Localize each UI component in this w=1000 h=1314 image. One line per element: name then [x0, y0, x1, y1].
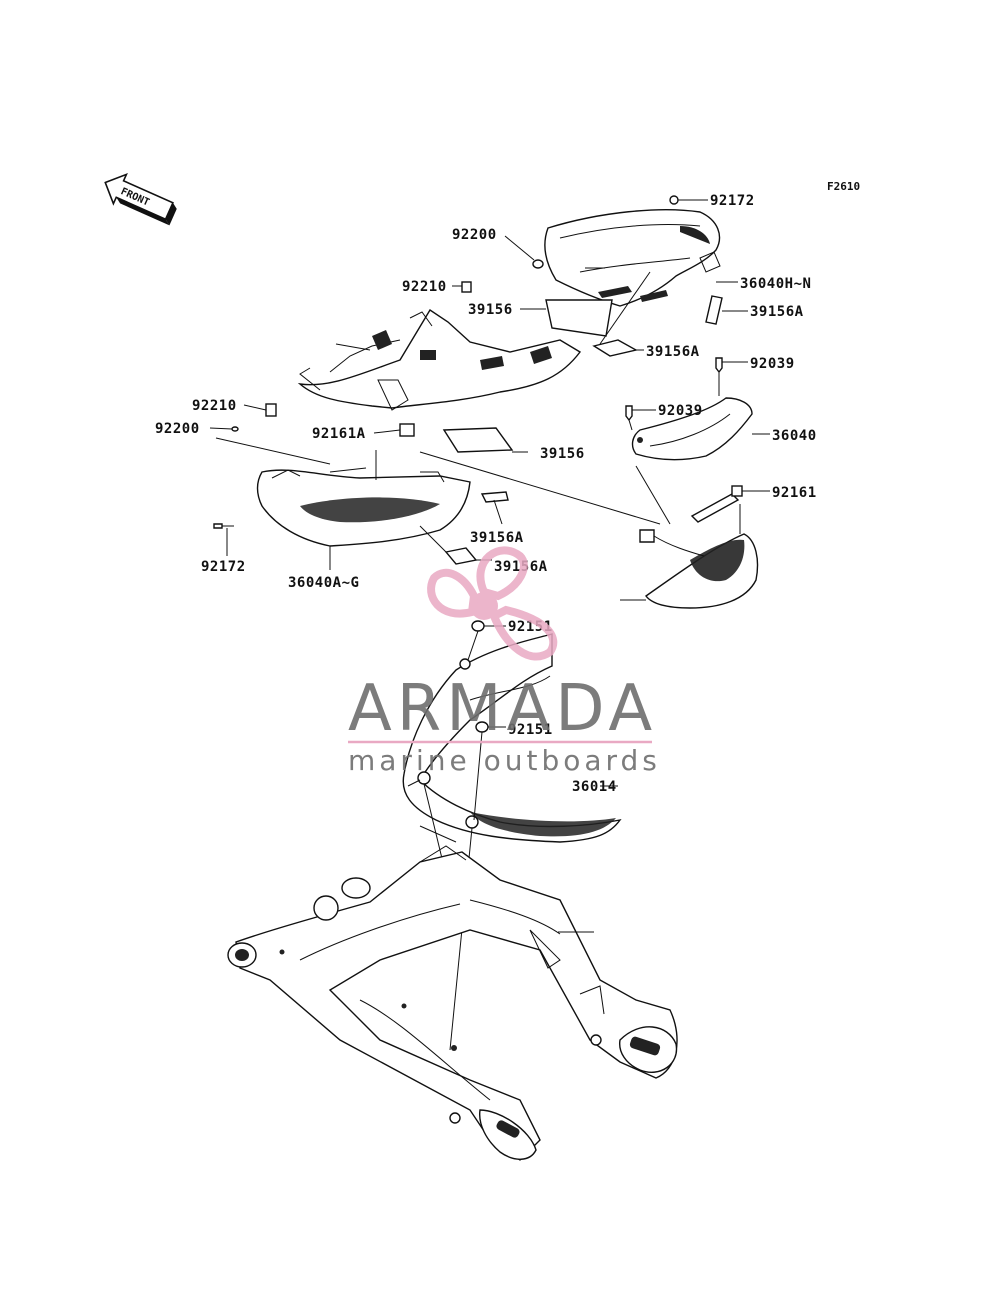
watermark: ARMADA marine outboards	[348, 546, 661, 777]
propeller-icon	[427, 546, 558, 661]
label-36014: 36014	[572, 779, 617, 795]
label-92039-a: 92039	[750, 356, 795, 372]
label-92210-top: 92210	[402, 279, 447, 295]
front-arrow-icon: FRONT	[104, 172, 177, 226]
grommet-92200-left	[209, 426, 239, 432]
label-92200-top: 92200	[452, 227, 497, 243]
label-39156A-mid: 39156A	[646, 344, 700, 360]
rear-fender	[297, 309, 582, 411]
label-36040AG: 36040A~G	[288, 575, 359, 591]
screw-92172-low	[213, 523, 234, 556]
decal-39156A-right	[705, 295, 748, 325]
label-92151-b: 92151	[508, 722, 553, 738]
collar-92151-b	[473, 721, 506, 821]
decal-39156-mid	[442, 427, 528, 453]
label-92172-top: 92172	[710, 193, 755, 209]
decal-39156-top	[520, 299, 613, 337]
label-92039-b: 92039	[658, 403, 703, 419]
decal-39156A-low	[480, 491, 509, 525]
label-92172-low: 92172	[201, 559, 246, 575]
watermark-subtitle: marine outboards	[348, 744, 661, 777]
label-36040: 36040	[772, 428, 817, 444]
label-39156-top: 39156	[468, 302, 513, 318]
decal-39156A-mid	[592, 339, 644, 357]
grommet-92200-top	[504, 235, 544, 269]
collar-92210-left	[243, 403, 277, 417]
collar-92210-top	[452, 281, 472, 293]
label-92161A: 92161A	[312, 426, 366, 442]
swingarm	[227, 845, 678, 1161]
label-92210-left: 92210	[192, 398, 237, 414]
label-92200-left: 92200	[155, 421, 200, 437]
band-92161	[690, 485, 770, 523]
label-39156A-low: 39156A	[470, 530, 524, 546]
rivet-92039-b	[625, 405, 656, 431]
label-39156-mid: 39156	[540, 446, 585, 462]
seat-cowl-upper	[544, 209, 721, 307]
side-cover-left	[256, 467, 471, 547]
label-39156A-right: 39156A	[750, 304, 804, 320]
grommet-92161A	[373, 423, 415, 437]
rivet-92039-a	[715, 357, 748, 396]
watermark-title: ARMADA	[348, 672, 657, 746]
taillight	[639, 504, 759, 609]
label-92161: 92161	[772, 485, 817, 501]
figure-code: F2610	[827, 180, 860, 193]
screw-92172-top	[669, 195, 708, 205]
side-cover-right	[631, 397, 753, 461]
label-36040HN: 36040H~N	[740, 276, 811, 292]
chain-cover	[402, 633, 622, 843]
